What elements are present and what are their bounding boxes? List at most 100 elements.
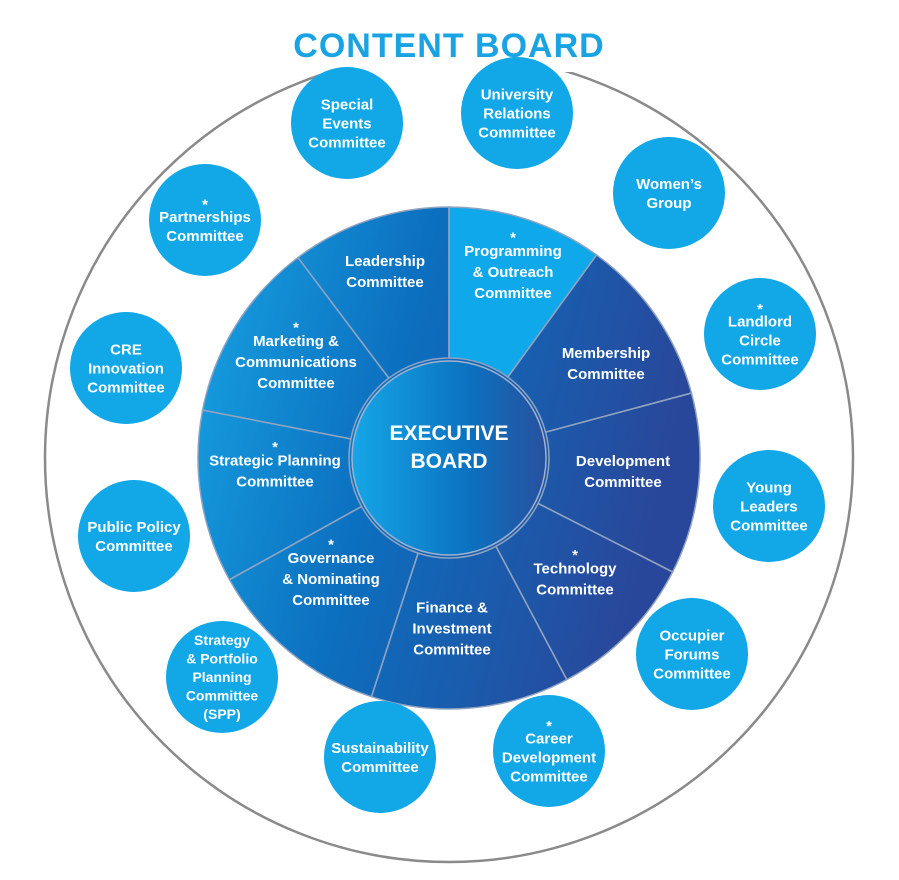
segment-finance-investment-label: Committee	[413, 641, 491, 658]
bubble-landlord-circle-asterisk: *	[757, 301, 763, 318]
bubble-sustainability-label: Committee	[341, 759, 419, 776]
segment-finance-investment-label: Investment	[412, 620, 491, 637]
segment-marketing-communications-label: Marketing &	[253, 333, 339, 350]
segment-programming-outreach-label: Programming	[464, 243, 562, 260]
segment-membership-label: Committee	[567, 366, 645, 383]
bubble-partnerships-asterisk: *	[202, 197, 208, 214]
segment-marketing-communications-label: Communications	[235, 354, 357, 371]
bubble-sustainability-label: Sustainability	[331, 740, 429, 757]
bubble-landlord-circle-label: Circle	[739, 333, 781, 350]
bubble-landlord-circle-circle	[704, 278, 816, 390]
bubble-partnerships-label: Committee	[166, 228, 244, 245]
bubble-special-events-label: Committee	[308, 134, 386, 151]
bubble-occupier-forums-label: Committee	[653, 665, 731, 682]
bubble-partnerships-label: Partnerships	[159, 209, 251, 226]
segment-programming-outreach-asterisk: *	[510, 230, 516, 247]
segment-marketing-communications-asterisk: *	[293, 320, 299, 337]
bubble-strategy-portfolio-label: (SPP)	[203, 706, 240, 722]
bubble-career-development-label: Development	[502, 750, 596, 767]
bubble-young-leaders-label: Leaders	[740, 498, 798, 515]
segment-strategic-planning-label: Committee	[236, 474, 314, 491]
bubble-university-relations-label: Committee	[478, 124, 556, 141]
segment-strategic-planning	[197, 409, 363, 581]
segment-technology-label: Committee	[536, 582, 614, 599]
bubble-strategy-portfolio-label: Planning	[192, 669, 251, 685]
bubble-cre-innovation-label: Innovation	[88, 360, 164, 377]
segment-leadership-label: Committee	[346, 274, 424, 291]
title-backdrop	[300, 20, 598, 72]
bubble-occupier-forums-label: Occupier	[659, 627, 724, 644]
bubble-cre-innovation-circle	[70, 312, 182, 424]
segment-finance-investment	[370, 545, 568, 710]
bubble-special-events-label: Special	[321, 96, 374, 113]
bubble-partnerships-circle	[149, 164, 261, 276]
bubble-career-development-circle	[493, 695, 605, 807]
bubble-special-events-label: Events	[322, 115, 371, 132]
segment-technology-asterisk: *	[572, 547, 578, 564]
bubble-public-policy-label: Committee	[95, 538, 173, 555]
bubble-strategy-portfolio-label: Committee	[186, 688, 259, 704]
bubble-career-development-label: Career	[525, 731, 573, 748]
segment-governance-nominating-label: Governance	[288, 550, 375, 567]
bubble-strategy-portfolio-circle	[166, 621, 278, 733]
segment-governance-nominating-label: Committee	[292, 592, 370, 609]
bubble-occupier-forums-circle	[636, 598, 748, 710]
bubble-womens-group-label: Women’s	[636, 176, 702, 193]
bubble-university-relations-label: University	[481, 86, 554, 103]
content-board-title: CONTENT BOARD	[293, 27, 604, 65]
bubble-landlord-circle-label: Committee	[721, 352, 799, 369]
segment-leadership-label: Leadership	[345, 253, 425, 270]
segment-marketing-communications	[201, 256, 390, 440]
bubble-cre-innovation-label: Committee	[87, 379, 165, 396]
bubble-university-relations-label: Relations	[483, 105, 551, 122]
executive-board-circle	[351, 360, 547, 556]
bubble-womens-group-circle	[613, 137, 725, 249]
executive-board-label: EXECUTIVE	[389, 422, 508, 445]
bubble-cre-innovation-label: CRE	[110, 341, 142, 358]
bubble-strategy-portfolio-label: & Portfolio	[186, 651, 258, 667]
bubble-public-policy-label: Public Policy	[87, 519, 181, 536]
segment-governance-nominating	[228, 505, 420, 698]
segment-technology-label: Technology	[533, 561, 617, 578]
bubble-young-leaders-label: Committee	[730, 517, 808, 534]
segment-governance-nominating-asterisk: *	[328, 537, 334, 554]
bubble-landlord-circle-label: Landlord	[728, 314, 792, 331]
segment-finance-investment-label: Finance &	[416, 599, 488, 616]
bubble-university-relations-circle	[461, 57, 573, 169]
segment-programming-outreach-label: & Outreach	[473, 264, 554, 281]
bubble-strategy-portfolio-label: Strategy	[194, 632, 250, 648]
segment-governance-nominating-label: & Nominating	[282, 571, 380, 588]
segment-development	[537, 392, 701, 573]
segment-marketing-communications-label: Committee	[257, 375, 335, 392]
segment-strategic-planning-asterisk: *	[272, 439, 278, 456]
segment-development-label: Committee	[584, 474, 662, 491]
bubble-occupier-forums-label: Forums	[664, 646, 719, 663]
bubble-public-policy-circle	[78, 480, 190, 592]
bubble-womens-group-label: Group	[647, 195, 692, 212]
bubble-young-leaders-circle	[713, 450, 825, 562]
segment-membership-label: Membership	[562, 345, 650, 362]
bubble-special-events-circle	[291, 67, 403, 179]
bubble-sustainability-circle	[324, 701, 436, 813]
